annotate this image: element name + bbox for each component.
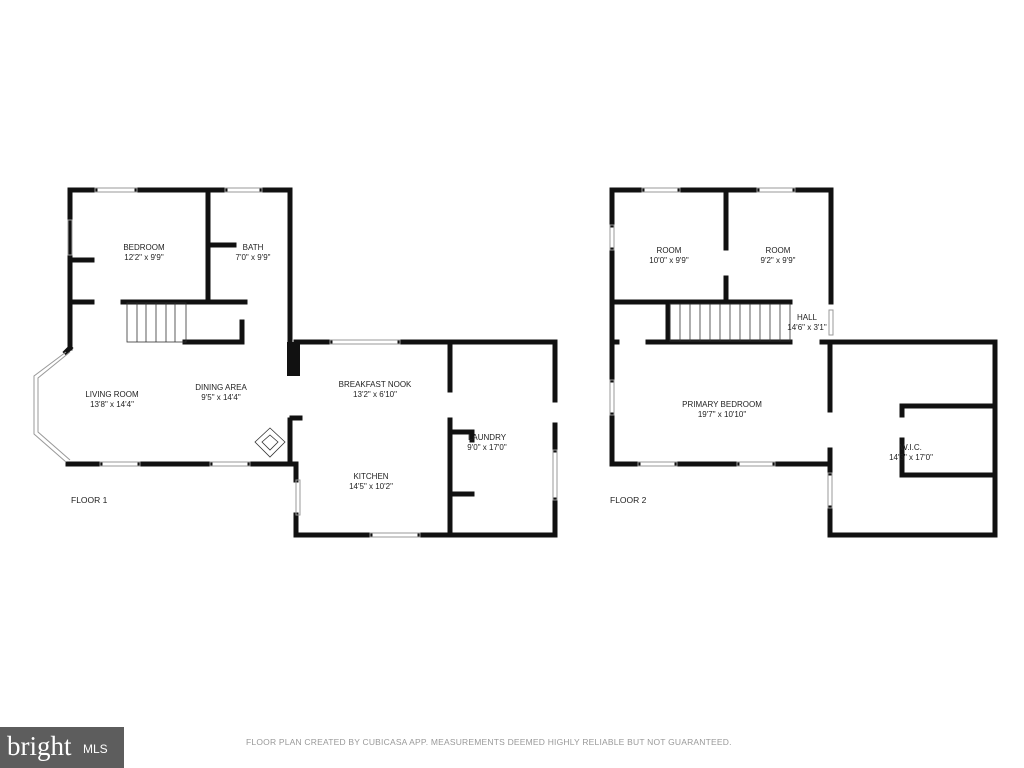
floor-2-walls — [609, 187, 998, 538]
floor-1-walls — [62, 187, 558, 538]
fireplace-icon — [254, 427, 286, 458]
pillar — [287, 342, 300, 376]
floor-2-label: FLOOR 2 — [610, 495, 647, 505]
room-label-wic: W.I.C.14'3" x 17'0" — [889, 443, 933, 462]
logo-suffix: MLS — [83, 742, 108, 756]
bright-mls-logo: bright MLS — [0, 727, 124, 768]
disclaimer-text: FLOOR PLAN CREATED BY CUBICASA APP. MEAS… — [246, 737, 732, 747]
logo-text: bright — [7, 731, 72, 761]
floor-2-windows — [609, 187, 834, 509]
floor-2-stairs — [669, 303, 791, 342]
floor-1-stairs — [126, 302, 187, 343]
floor-1-label: FLOOR 1 — [71, 495, 108, 505]
floor-1-windows — [33, 187, 558, 538]
